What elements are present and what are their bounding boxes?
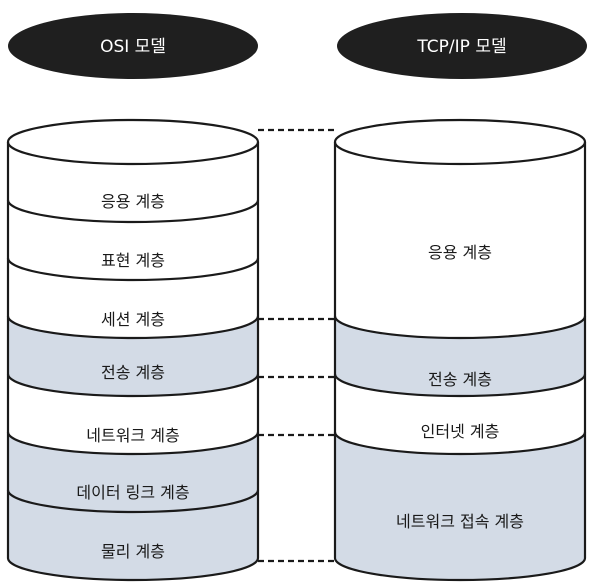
tcpip-header: TCP/IP 모델: [337, 13, 587, 79]
osi-divider: [6, 373, 260, 398]
osi-layer-label: 표현 계층: [101, 251, 165, 270]
tcpip-bottom-rim: [333, 557, 587, 582]
osi-layer-label: 응용 계층: [101, 192, 165, 211]
tcpip-layer-label: 전송 계층: [428, 370, 492, 389]
osi-layer-label: 데이터 링크 계층: [76, 483, 189, 502]
osi-divider: [6, 431, 260, 456]
osi-layer-physical: [8, 490, 258, 580]
tcpip-layer-label: 인터넷 계층: [421, 422, 500, 441]
osi-header-pill: [8, 13, 258, 79]
tcpip-layer-label: 네트워크 접속 계층: [396, 512, 524, 531]
osi-bottom-rim: [6, 557, 260, 582]
osi-divider: [6, 315, 260, 340]
tcpip-divider: [333, 373, 587, 398]
osi-layer-label: 전송 계층: [101, 363, 165, 382]
tcpip-layer-network-access: [335, 432, 585, 580]
tcpip-layer-label: 응용 계층: [428, 243, 492, 262]
osi-header: OSI 모델: [8, 13, 258, 79]
osi-layer-label: 세션 계층: [101, 310, 165, 329]
tcpip-top-rim: [333, 118, 587, 166]
osi-layer-label: 네트워크 계층: [86, 426, 179, 445]
osi-cylinder: 응용 계층 표현 계층 세션 계층 전송 계층 네트워크 계층 데이터 링크 계…: [6, 118, 260, 582]
tcpip-header-pill: [337, 13, 587, 79]
osi-top-rim: [6, 118, 260, 166]
osi-divider: [6, 489, 260, 514]
tcpip-layer-application: [335, 142, 585, 338]
osi-top-cap: [8, 120, 258, 164]
osi-divider: [6, 257, 260, 282]
tcpip-divider: [333, 315, 587, 340]
layer-connectors: [258, 128, 335, 563]
tcpip-header-label: TCP/IP 모델: [416, 37, 506, 57]
osi-header-label: OSI 모델: [100, 37, 166, 57]
tcpip-top-cap: [335, 120, 585, 164]
tcpip-divider: [333, 431, 587, 456]
osi-divider: [6, 199, 260, 224]
tcpip-cylinder: 응용 계층 전송 계층 인터넷 계층 네트워크 접속 계층: [333, 118, 587, 582]
osi-layer-label: 물리 계층: [101, 542, 165, 561]
